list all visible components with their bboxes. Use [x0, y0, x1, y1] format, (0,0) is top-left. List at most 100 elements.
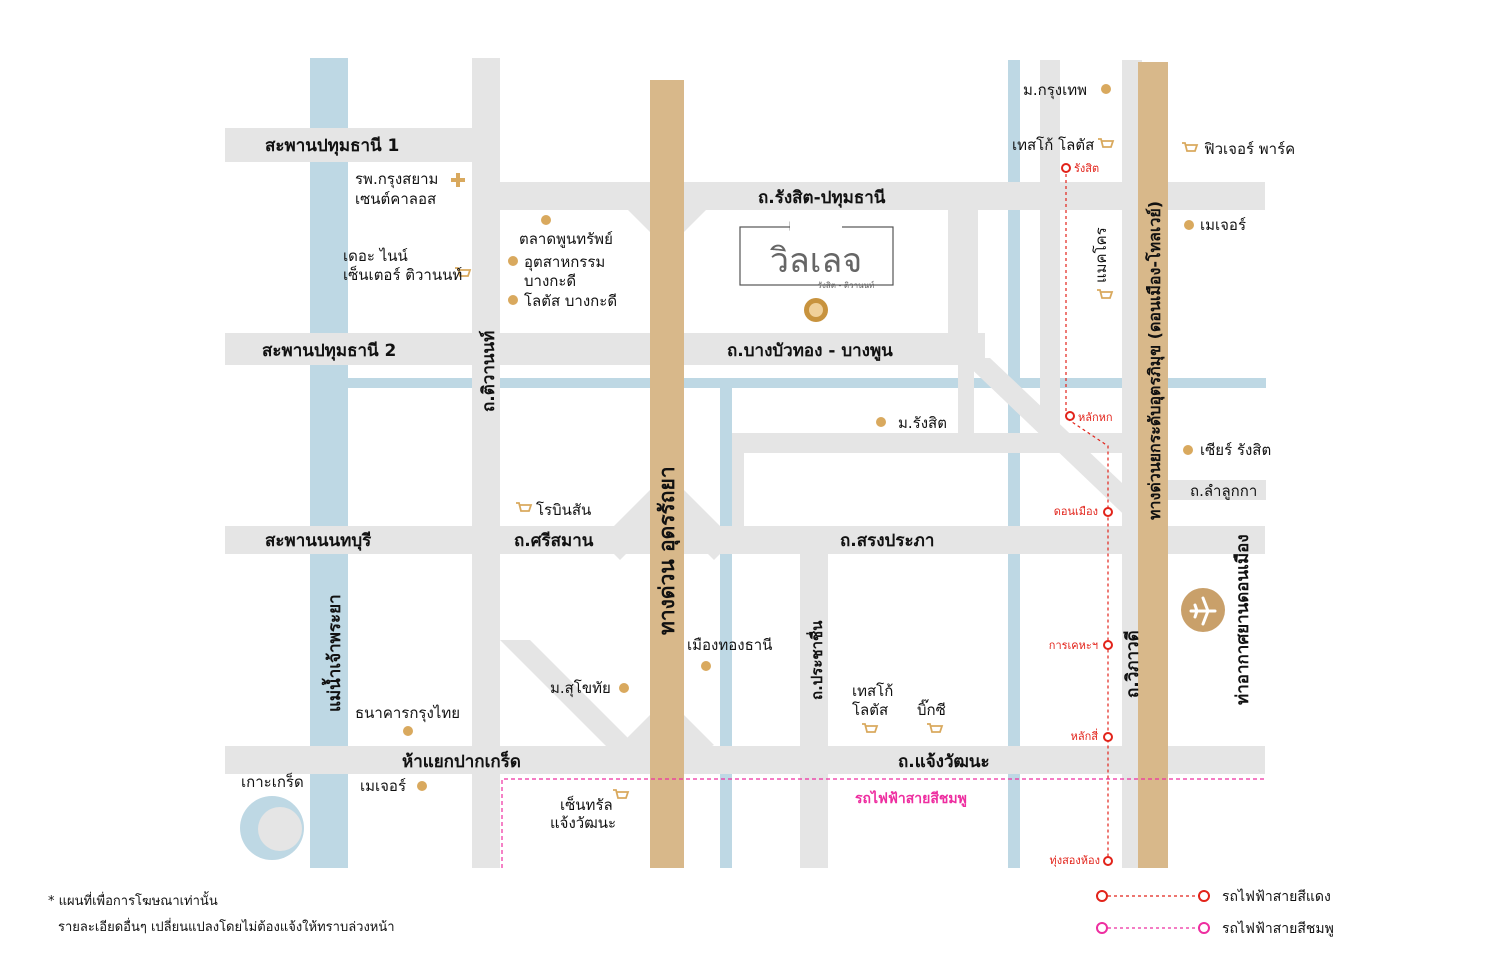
station-lak-hok-label: หลักหก	[1078, 411, 1113, 424]
legend-pink-end-icon	[1198, 922, 1210, 934]
hospital-cross-icon	[451, 173, 465, 187]
label-tollway: ทางด่วนยกระดับอุตรภิมุข (ดอนเมือง-โทลเวย…	[1144, 201, 1165, 520]
poi-dot-icon	[876, 417, 886, 427]
disclaimer-line-2: รายละเอียดอื่นๆ เปลี่ยนแปลงโดยไม่ต้องแจ้…	[58, 920, 395, 935]
legend-red-end-icon	[1198, 890, 1210, 902]
label-chaengwattana: ถ.แจ้งวัฒนะ	[898, 752, 990, 772]
station-don-mueang-icon	[1103, 507, 1113, 517]
poi-tesco-top: เทสโก้ โลตัส	[1012, 136, 1094, 154]
cart-icon	[1182, 142, 1199, 152]
poi-poonsap: ตลาดพูนทรัพย์	[519, 230, 613, 248]
legend-red-start-icon	[1096, 890, 1108, 902]
poi-dot-icon	[417, 781, 427, 791]
station-don-mueang-label: ดอนเมือง	[1054, 505, 1098, 518]
poi-tesco-2: โลตัส	[852, 701, 888, 719]
poi-dot-icon	[1183, 445, 1193, 455]
cart-icon	[862, 723, 879, 733]
poi-sukhothai-univ: ม.สุโขทัย	[550, 679, 611, 698]
pink-line-route	[501, 778, 1266, 868]
project-name-sub: รังสิต - ติวานนท์	[818, 280, 875, 290]
legend-pink-start-icon	[1096, 922, 1108, 934]
poi-lotus-bangkadi: โลตัส บางกะดี	[524, 292, 617, 310]
project-logo-gap	[790, 220, 842, 234]
poi-tesco-1: เทสโก้	[852, 682, 893, 700]
station-kan-kheha-icon	[1103, 640, 1113, 650]
station-lak-hok-icon	[1065, 411, 1075, 421]
chao-phraya-river	[310, 58, 348, 868]
poi-major-pakkret: เมเจอร์	[360, 777, 406, 795]
label-srisaman: ถ.ศรีสมาน	[514, 530, 594, 551]
poi-siam-hospital-1: รพ.กรุงสยาม	[355, 170, 438, 189]
road-srisaman	[225, 526, 1265, 554]
station-lak-si-label: หลักสี่	[1071, 728, 1099, 743]
project-logo-dot-inner	[809, 303, 823, 317]
road-connector-3	[1040, 60, 1060, 440]
label-bridge-nonthaburi: สะพานนนทบุรี	[265, 530, 372, 551]
poi-dot-icon	[508, 256, 518, 266]
label-lamlukka: ถ.ลำลูกกา	[1190, 482, 1257, 500]
legend-red-label: รถไฟฟ้าสายสีแดง	[1222, 888, 1331, 905]
label-makro: แมคโคร	[1092, 227, 1110, 283]
project-name-main: วิลเลจ	[770, 241, 862, 281]
cart-icon	[1098, 138, 1115, 148]
station-lak-si-icon	[1103, 732, 1113, 742]
poi-dot-icon	[508, 295, 518, 305]
cart-icon	[613, 789, 630, 799]
diagonal-south-west	[500, 640, 650, 760]
road-connector-4	[732, 433, 744, 533]
road-connector-2	[958, 365, 974, 435]
station-thung-song-hong-icon	[1103, 856, 1113, 866]
label-bridge-1: สะพานปทุมธานี 1	[265, 135, 399, 156]
poi-rangsit-univ: ม.รังสิต	[898, 414, 947, 432]
poi-future-park: ฟิวเจอร์ พาร์ค	[1204, 140, 1295, 158]
canal-vertical-mid	[720, 388, 732, 868]
label-rangsit-pathum: ถ.รังสิต-ปทุมธานี	[758, 187, 886, 208]
poi-major-rangsit: เมเจอร์	[1200, 216, 1246, 234]
label-prachachuen: ถ.ประชาชื่น	[806, 620, 826, 700]
label-pakkret-junction: ห้าแยกปากเกร็ด	[402, 749, 521, 772]
label-songprapa: ถ.สรงประภา	[840, 531, 934, 551]
station-thung-song-hong-label: ทุ่งสองห้อง	[1049, 854, 1100, 867]
poi-ktb: ธนาคารกรุงไทย	[355, 704, 460, 723]
road-chaengwattana	[225, 746, 1265, 774]
koh-kret-island	[258, 807, 302, 851]
label-bangbuathong: ถ.บางบัวทอง - บางพูน	[727, 341, 893, 362]
cart-icon	[1097, 289, 1114, 299]
road-tiwanon	[472, 58, 500, 868]
road-rangsit-univ	[732, 433, 1142, 453]
poi-koh-kret: เกาะเกร็ด	[241, 772, 304, 791]
poi-central-1: เซ็นทรัล	[560, 795, 613, 814]
road-bangbuathong	[225, 333, 985, 365]
legend-pink-label: รถไฟฟ้าสายสีชมพู	[1222, 920, 1334, 937]
poi-dot-icon	[541, 215, 551, 225]
road-vibhavadi	[1122, 60, 1142, 868]
expressway-tollway	[1138, 62, 1168, 868]
poi-the-nine-1: เดอะ ไนน์	[343, 247, 408, 265]
label-udonrattaya: ทางด่วน อุดรรัถยา	[655, 466, 681, 635]
label-bridge-2: สะพานปทุมธานี 2	[262, 340, 396, 361]
airplane-glyph	[1189, 596, 1217, 626]
poi-robinson: โรบินสัน	[536, 501, 591, 519]
poi-siam-hospital-2: เซนต์คาลอส	[355, 190, 436, 208]
poi-central-2: แจ้งวัฒนะ	[550, 814, 616, 832]
poi-bkk-univ: ม.กรุงเทพ	[1023, 81, 1087, 100]
canal-horizontal	[348, 378, 1266, 388]
poi-industrial-1: อุตสาหกรรม	[524, 253, 605, 272]
poi-dot-icon	[701, 661, 711, 671]
poi-zeer: เซียร์ รังสิต	[1200, 441, 1271, 459]
poi-the-nine-2: เซ็นเตอร์ ติวานนท์	[343, 265, 462, 284]
poi-industrial-2: บางกะดี	[524, 272, 576, 290]
poi-dot-icon	[403, 726, 413, 736]
expressway-udonrattaya	[650, 80, 684, 868]
cart-icon	[455, 267, 472, 277]
road-connector-1	[948, 182, 978, 365]
poi-bigc: บิ๊กซี	[917, 699, 946, 719]
road-lamlukka	[1168, 480, 1266, 500]
cart-icon	[516, 502, 533, 512]
cart-icon	[927, 723, 944, 733]
label-chao-phraya: แม่น้ำเจ้าพระยา	[321, 594, 345, 712]
disclaimer-line-1: * แผนที่เพื่อการโฆษณาเท่านั้น	[48, 894, 218, 909]
station-rangsit-label: รังสิต	[1074, 162, 1099, 175]
poi-dot-icon	[1184, 220, 1194, 230]
